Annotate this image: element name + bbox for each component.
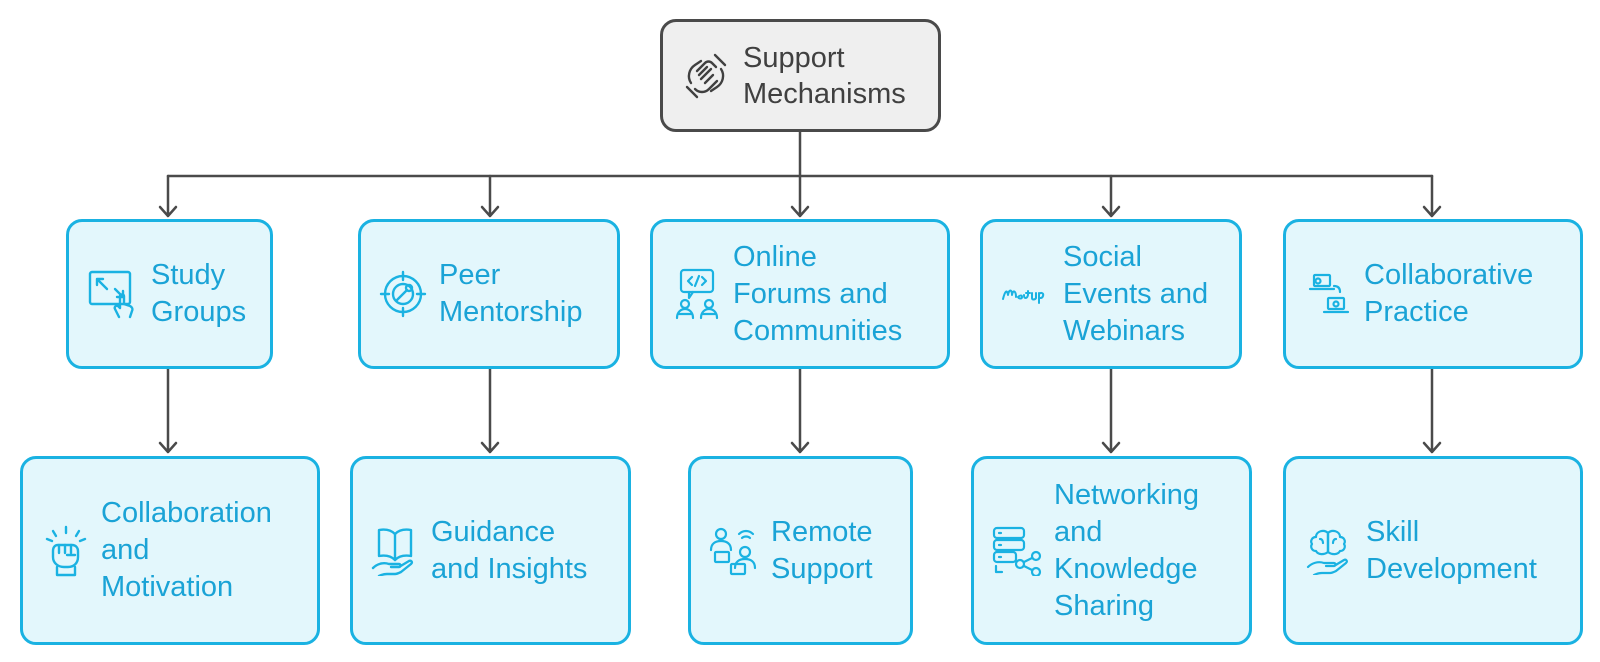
arrow-to-collaboration-motivation bbox=[158, 366, 178, 454]
node-remote-support: Remote Support bbox=[688, 456, 913, 645]
skill-development-label-line-1: Skill bbox=[1366, 515, 1420, 548]
node-skill-development: Skill Development bbox=[1283, 456, 1583, 645]
arrow-to-skill-development bbox=[1422, 366, 1442, 454]
study-groups-label-line-1: Study bbox=[151, 259, 226, 291]
touch-screen-icon bbox=[87, 269, 139, 319]
online-forums-label-line-3: Communities bbox=[733, 314, 903, 347]
guidance-insights-label-line-2: and Insights bbox=[431, 552, 588, 585]
remote-support-label-line-2: Support bbox=[771, 552, 873, 585]
arrow-to-networking-knowledge bbox=[1101, 366, 1121, 454]
networking-knowledge-label-line-4: Sharing bbox=[1054, 589, 1154, 622]
node-peer-mentorship: Peer Mentorship bbox=[358, 219, 620, 369]
arrow-to-social-events bbox=[1101, 174, 1121, 218]
hands-together-icon bbox=[681, 49, 731, 103]
skill-development-label-line-2: Development bbox=[1366, 552, 1537, 585]
remote-support-label-line-1: Remote bbox=[771, 515, 873, 548]
root-label-line-1: Support bbox=[743, 41, 845, 74]
arrow-to-peer-mentorship bbox=[480, 174, 500, 218]
collaboration-motivation-label-line-3: Motivation bbox=[101, 571, 234, 603]
arrow-to-study-groups bbox=[158, 174, 178, 218]
brain-hand-icon bbox=[1306, 527, 1354, 575]
collaboration-motivation-label-line-2: and bbox=[101, 534, 150, 566]
fist-icon bbox=[43, 525, 89, 577]
peer-mentorship-label-line-1: Peer bbox=[439, 259, 501, 291]
node-online-forums: Online Forums and Communities bbox=[650, 219, 950, 369]
social-events-label-line-3: Webinars bbox=[1063, 314, 1185, 347]
community-chat-icon bbox=[673, 268, 721, 320]
online-forums-label-line-2: Forums and bbox=[733, 277, 888, 310]
collaboration-motivation-label-line-1: Collaboration bbox=[101, 497, 272, 529]
node-collaboration-motivation: Collaboration and Motivation bbox=[20, 456, 320, 645]
target-icon bbox=[379, 270, 427, 318]
guidance-insights-label-line-1: Guidance bbox=[431, 515, 556, 548]
people-laptops-icon bbox=[1306, 272, 1352, 316]
root-node-support-mechanisms: Support Mechanisms bbox=[660, 19, 941, 132]
root-label-line-2: Mechanisms bbox=[743, 77, 906, 110]
book-hand-icon bbox=[371, 526, 419, 576]
node-guidance-insights: Guidance and Insights bbox=[350, 456, 631, 645]
collaborative-practice-label-line-2: Practice bbox=[1364, 296, 1469, 328]
node-collaborative-practice: Collaborative Practice bbox=[1283, 219, 1583, 369]
social-events-label-line-2: Events and bbox=[1063, 277, 1209, 310]
networking-knowledge-label-line-2: and bbox=[1054, 515, 1103, 548]
arrow-to-collaborative-practice bbox=[1422, 174, 1442, 218]
node-networking-knowledge: Networking and Knowledge Sharing bbox=[971, 456, 1252, 645]
node-study-groups: Study Groups bbox=[66, 219, 273, 369]
remote-people-icon bbox=[709, 526, 759, 576]
collaborative-practice-label-line-1: Collaborative bbox=[1364, 259, 1534, 291]
arrow-to-online-forums bbox=[790, 174, 810, 218]
networking-knowledge-label-line-3: Knowledge bbox=[1054, 552, 1198, 585]
study-groups-label-line-2: Groups bbox=[151, 296, 247, 328]
arrow-to-guidance-insights bbox=[480, 366, 500, 454]
social-events-label-line-1: Social bbox=[1063, 240, 1142, 273]
peer-mentorship-label-line-2: Mentorship bbox=[439, 296, 583, 328]
arrow-to-remote-support bbox=[790, 366, 810, 454]
node-social-events: Social Events and Webinars bbox=[980, 219, 1242, 369]
online-forums-label-line-1: Online bbox=[733, 240, 817, 273]
network-share-icon bbox=[992, 526, 1042, 576]
networking-knowledge-label-line-1: Networking bbox=[1054, 478, 1200, 511]
meetup-icon bbox=[1001, 279, 1051, 309]
